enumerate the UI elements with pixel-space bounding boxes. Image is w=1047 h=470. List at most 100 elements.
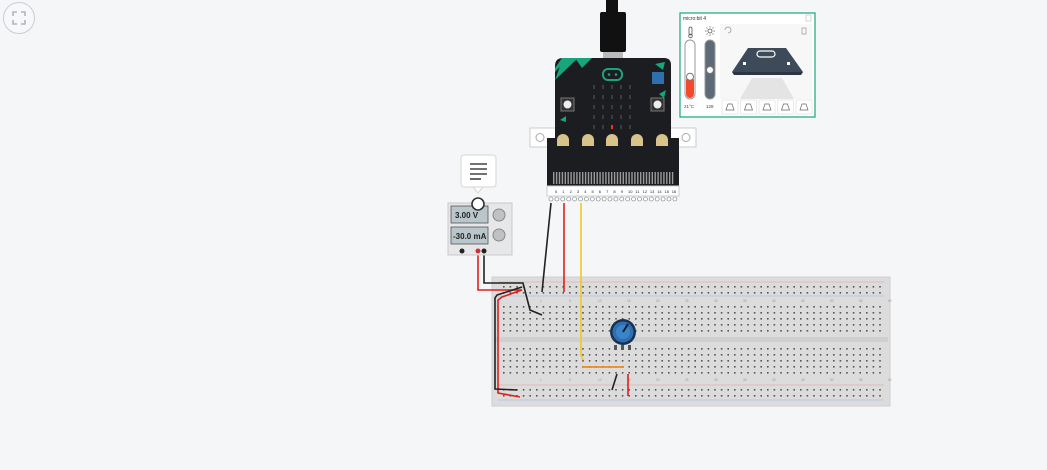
hand-gesture-icon (744, 103, 753, 111)
svg-text:1: 1 (540, 299, 542, 303)
svg-text:30: 30 (714, 378, 718, 382)
svg-text:45: 45 (801, 378, 805, 382)
power-supply[interactable]: 3.00 V -30.0 mA (447, 202, 513, 256)
fullscreen-corners-icon (12, 11, 26, 25)
gesture-button-2[interactable] (740, 99, 757, 115)
voltage-readout: 3.00 V (455, 211, 479, 220)
temperature-thumb[interactable] (686, 72, 694, 81)
pin-holes[interactable] (548, 196, 678, 202)
accelerometer-preview[interactable] (720, 24, 812, 99)
temperature-fill (686, 76, 694, 98)
svg-text:6: 6 (599, 189, 602, 194)
temperature-icon (688, 26, 693, 39)
gesture-button-4[interactable] (777, 99, 794, 115)
svg-text:15: 15 (665, 189, 670, 194)
svg-text:10: 10 (598, 378, 602, 382)
edge-connector-pads (557, 134, 668, 146)
svg-text:5: 5 (569, 378, 571, 382)
current-knob[interactable] (492, 228, 506, 242)
svg-text:11: 11 (635, 189, 640, 194)
control-panel-title: micro:bit 4 (683, 16, 706, 22)
wire-psu-black-rail[interactable] (494, 286, 523, 391)
usb-cable (606, 0, 618, 12)
hand-gesture-icon (725, 103, 735, 111)
svg-text:35: 35 (743, 299, 747, 303)
gesture-button-1[interactable] (721, 99, 739, 115)
fit-view-button[interactable] (3, 2, 35, 34)
svg-text:12: 12 (643, 189, 648, 194)
temperature-value: 21°C (684, 104, 695, 109)
voltage-knob[interactable] (492, 208, 506, 222)
svg-text:5: 5 (592, 189, 595, 194)
psu-terminal-negative[interactable] (459, 248, 465, 254)
hand-gesture-icon (762, 103, 772, 111)
microbit-chip (652, 72, 664, 84)
svg-text:1: 1 (562, 189, 565, 194)
svg-text:2: 2 (570, 189, 573, 194)
breadboard[interactable]: 1155101015152020252530303535404045455050… (491, 276, 892, 407)
wire-pot-gnd-black[interactable] (611, 373, 618, 391)
svg-text:30: 30 (714, 299, 718, 303)
wire-psu-black[interactable] (483, 252, 543, 316)
svg-text:55: 55 (859, 299, 863, 303)
psu-terminal-positive[interactable] (475, 248, 481, 254)
svg-text:60: 60 (888, 378, 892, 382)
microbit-control-panel[interactable]: micro:bit 4 21°C 128 (679, 12, 816, 118)
gesture-button-5[interactable] (795, 99, 813, 115)
svg-text:50: 50 (830, 299, 834, 303)
light-thumb[interactable] (706, 66, 714, 74)
hand-gesture-icon (781, 103, 790, 111)
button-b[interactable] (650, 97, 665, 112)
svg-text:3: 3 (577, 189, 580, 194)
edge-connector-strips (553, 172, 674, 184)
touch-logo-icon[interactable] (602, 68, 623, 81)
svg-text:0: 0 (555, 189, 558, 194)
wire-psu-red[interactable] (477, 252, 523, 398)
psu-terminal-ground[interactable] (481, 248, 487, 254)
svg-text:55: 55 (859, 378, 863, 382)
svg-text:60: 60 (888, 299, 892, 303)
gesture-buttons[interactable] (721, 99, 813, 115)
psu-notes-tooltip[interactable] (460, 154, 497, 211)
svg-text:4: 4 (584, 189, 587, 194)
current-readout: -30.0 mA (453, 232, 487, 241)
svg-text:40: 40 (772, 299, 776, 303)
svg-text:25: 25 (685, 299, 689, 303)
led-matrix (593, 85, 631, 129)
svg-text:20: 20 (656, 378, 660, 382)
button-a[interactable] (560, 97, 575, 112)
svg-text:20: 20 (656, 299, 660, 303)
svg-text:45: 45 (801, 299, 805, 303)
svg-text:9: 9 (621, 189, 624, 194)
svg-text:13: 13 (650, 189, 655, 194)
svg-text:16: 16 (672, 189, 677, 194)
wires[interactable] (477, 202, 629, 398)
svg-text:40: 40 (772, 378, 776, 382)
notes-lines-icon (470, 163, 487, 180)
wire-gnd-black[interactable] (541, 202, 552, 293)
tooltip-anchor (471, 197, 485, 211)
svg-text:1: 1 (540, 378, 542, 382)
svg-text:8: 8 (613, 189, 616, 194)
gesture-button-3[interactable] (758, 99, 776, 115)
svg-text:10: 10 (628, 189, 633, 194)
breadboard-holes (503, 286, 881, 397)
light-value: 128 (706, 104, 714, 109)
breadboard-column-numbers: 1155101015152020252530303535404045455050… (540, 299, 892, 382)
collapse-icon[interactable] (805, 14, 812, 22)
svg-text:25: 25 (685, 378, 689, 382)
potentiometer[interactable] (610, 319, 636, 350)
light-icon (705, 26, 715, 36)
reset-gesture-icon[interactable] (724, 26, 732, 34)
svg-text:5: 5 (569, 299, 571, 303)
usb-plug (600, 12, 626, 52)
shake-icon[interactable] (801, 27, 807, 35)
wire-signal-yellow[interactable] (580, 203, 584, 361)
svg-text:15: 15 (627, 378, 631, 382)
svg-text:50: 50 (830, 378, 834, 382)
svg-text:14: 14 (657, 189, 662, 194)
current-display (450, 226, 489, 245)
